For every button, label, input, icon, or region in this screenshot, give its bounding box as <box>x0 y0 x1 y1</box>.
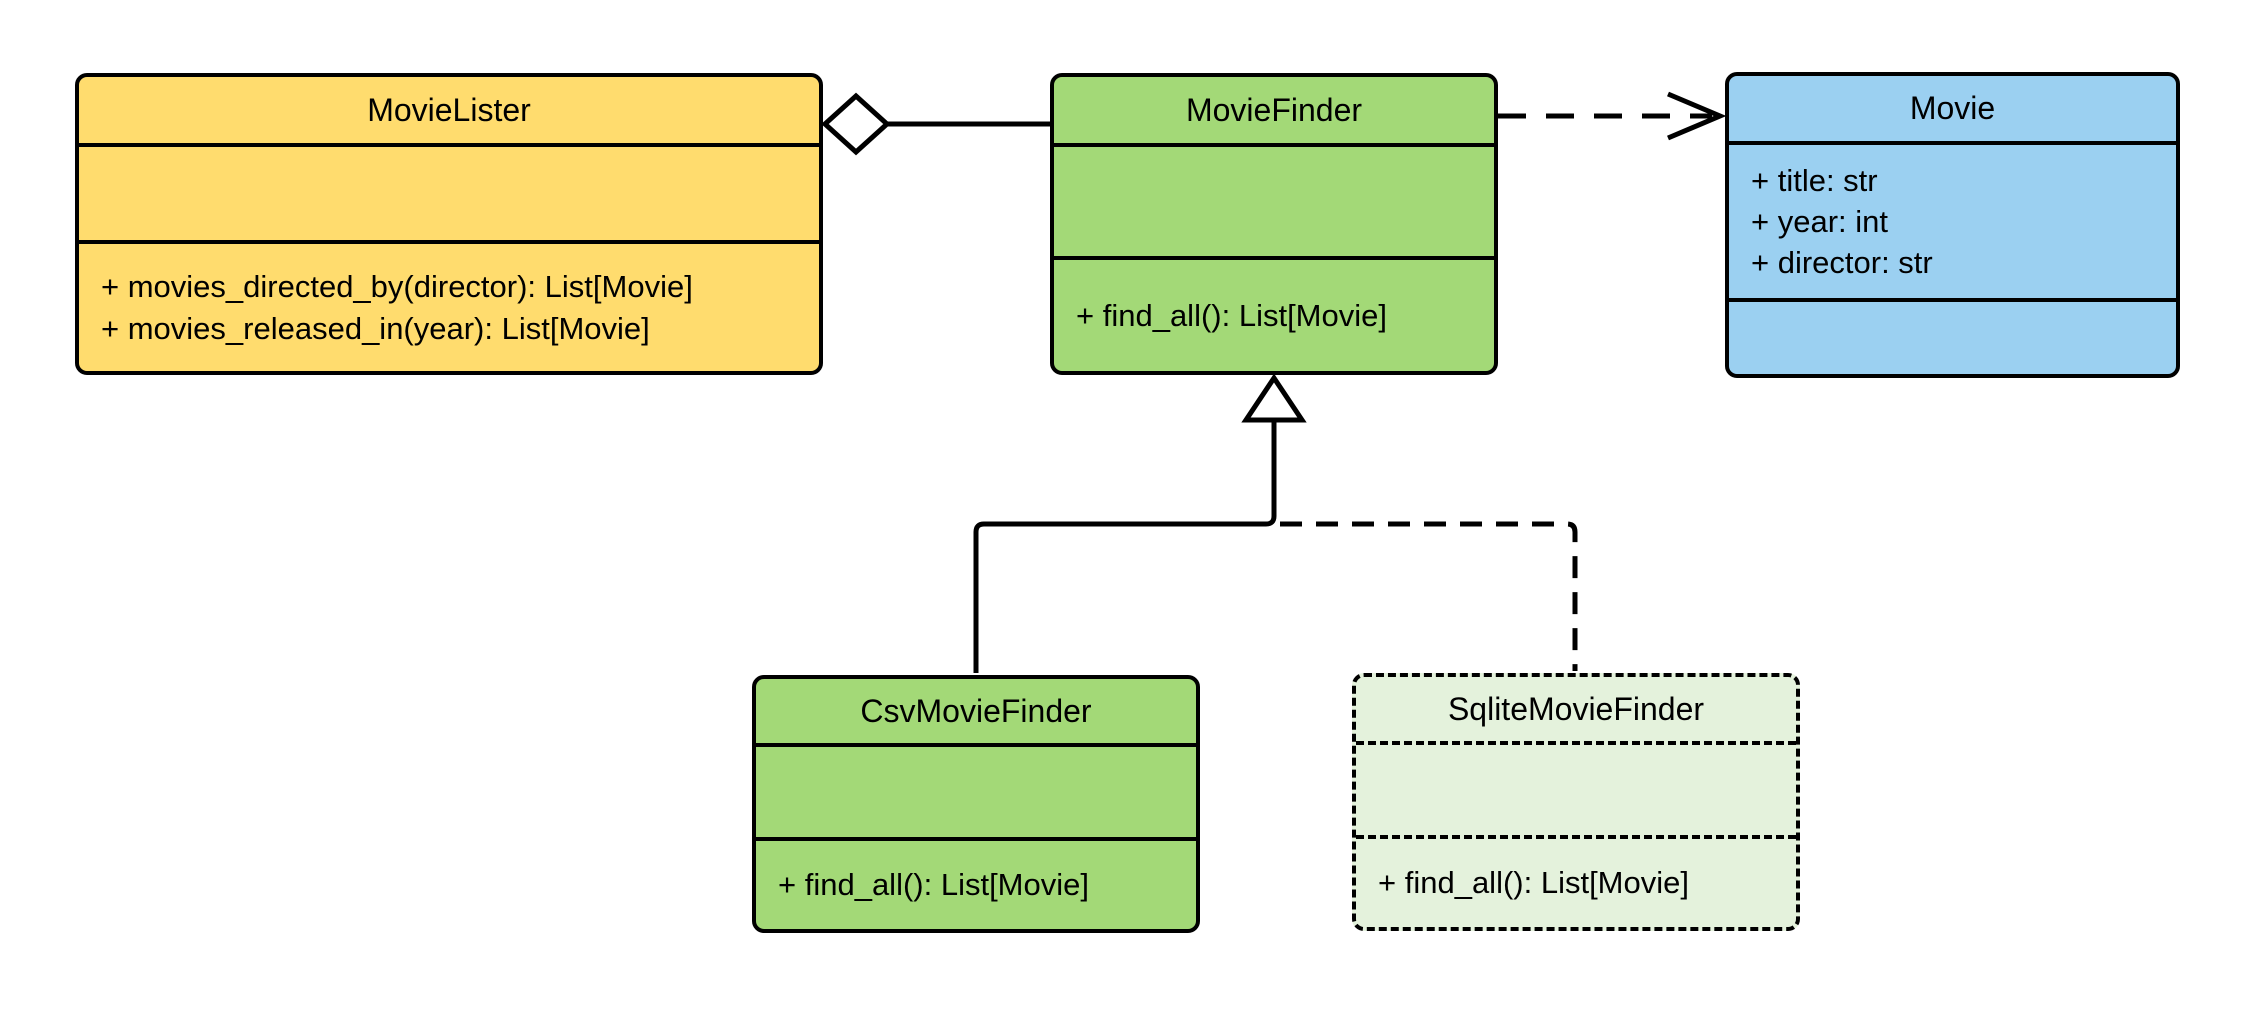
class-movielister: MovieLister + movies_directed_by(directo… <box>75 73 823 375</box>
method: + find_all(): List[Movie] <box>1076 297 1387 333</box>
class-movie-attributes: + title: str + year: int + director: str <box>1729 141 2176 298</box>
class-sqlitemoviefinder-title: SqliteMovieFinder <box>1447 690 1705 727</box>
dependency-connector <box>1498 91 1727 141</box>
class-movie: Movie + title: str + year: int + directo… <box>1725 72 2180 378</box>
method: + find_all(): List[Movie] <box>778 867 1089 902</box>
dependency-arrowhead-icon <box>1667 91 1727 141</box>
class-movielister-methods: + movies_directed_by(director): List[Mov… <box>79 240 819 371</box>
class-sqlitemoviefinder: SqliteMovieFinder + find_all(): List[Mov… <box>1352 673 1800 931</box>
class-csvmoviefinder-title: CsvMovieFinder <box>860 692 1092 729</box>
class-movie-methods <box>1729 298 2176 374</box>
class-moviefinder: MovieFinder + find_all(): List[Movie] <box>1050 73 1498 375</box>
generalization-dashed-connector <box>1280 521 1578 671</box>
attribute: + year: int <box>1751 204 1888 239</box>
class-csvmoviefinder-attributes <box>756 743 1196 837</box>
class-movielister-title: MovieLister <box>367 91 531 128</box>
generalization-dashed-line <box>1280 521 1578 671</box>
generalization-solid-connector <box>973 373 1307 673</box>
class-moviefinder-title: MovieFinder <box>1185 91 1363 128</box>
method: + find_all(): List[Movie] <box>1378 865 1689 900</box>
class-csvmoviefinder: CsvMovieFinder + find_all(): List[Movie] <box>752 675 1200 933</box>
attribute: + title: str <box>1751 163 1878 198</box>
class-sqlitemoviefinder-attributes <box>1356 741 1796 835</box>
aggregation-connector <box>821 92 1050 156</box>
class-sqlitemoviefinder-methods: + find_all(): List[Movie] <box>1356 835 1796 927</box>
class-movielister-attributes <box>79 143 819 240</box>
class-moviefinder-methods: + find_all(): List[Movie] <box>1054 256 1494 371</box>
aggregation-diamond-icon <box>821 92 891 156</box>
class-csvmoviefinder-methods: + find_all(): List[Movie] <box>756 837 1196 929</box>
attribute: + director: str <box>1751 245 1933 280</box>
method: + movies_directed_by(director): List[Mov… <box>101 268 693 304</box>
generalization-solid-line <box>973 420 1277 673</box>
class-moviefinder-attributes <box>1054 143 1494 256</box>
method: + movies_released_in(year): List[Movie] <box>101 310 650 346</box>
class-movie-title: Movie <box>1909 90 1996 126</box>
inheritance-triangle-icon <box>1241 373 1307 423</box>
